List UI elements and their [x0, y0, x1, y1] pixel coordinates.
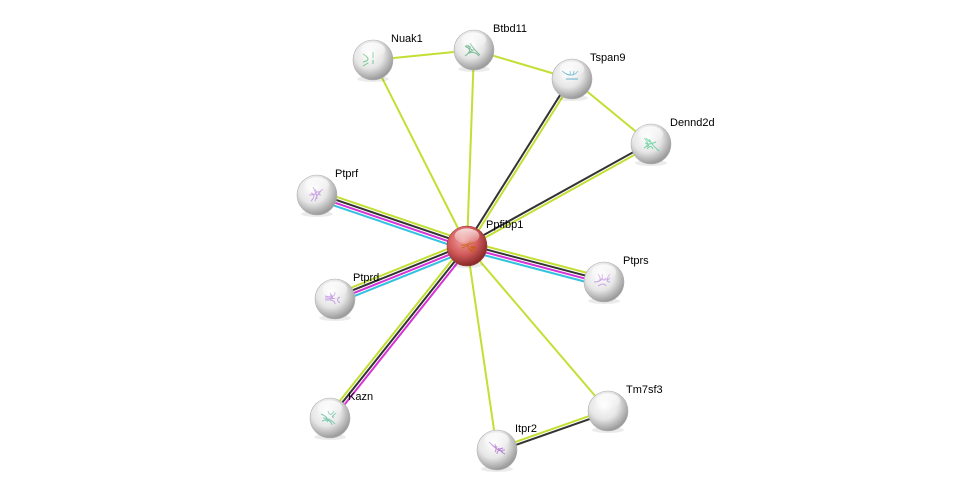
edge-line-experiments — [316, 195, 467, 249]
protein-structure-icon — [464, 42, 481, 57]
node-label: Btbd11 — [493, 23, 527, 35]
edge-line-textmining — [466, 245, 498, 451]
structure-strands — [488, 441, 506, 455]
edge-line-textmining — [326, 243, 466, 417]
edge-line-textmining — [467, 79, 575, 248]
edge-line-coexpression — [467, 243, 605, 282]
node-label: Tm7sf3 — [626, 384, 663, 396]
node-kazn[interactable]: Kazn — [309, 391, 373, 440]
node-highlight — [484, 432, 510, 448]
node-ptprd[interactable]: Ptprd — [314, 272, 379, 321]
edge-line-textmining — [466, 245, 609, 412]
node-tm7sf3[interactable]: Tm7sf3 — [587, 384, 663, 433]
node-highlight — [591, 264, 617, 280]
edge-ppfibp1-nuak1[interactable] — [372, 59, 468, 247]
edge-line-experiments — [466, 246, 604, 285]
edges-layer — [315, 49, 653, 453]
edge-line-textmining — [466, 49, 475, 247]
nodes-layer: Ppfibp1 Nuak1 Btbd11Tspan9Dennd2dPtprfPtpr… — [296, 23, 715, 472]
node-label: Nuak1 — [391, 33, 423, 45]
structure-strands — [362, 52, 374, 67]
structure-strands — [464, 42, 481, 57]
edge-ppfibp1-ptprd[interactable] — [332, 240, 470, 305]
edge-line-experiments — [335, 246, 468, 302]
edge-line-textmining — [467, 240, 606, 279]
node-label: Dennd2d — [670, 117, 715, 129]
node-itpr2[interactable]: Itpr2 — [476, 423, 537, 472]
node-highlight — [595, 393, 621, 409]
edge-line-database — [336, 249, 470, 305]
node-label: Itpr2 — [515, 423, 537, 435]
node-label: Kazn — [348, 391, 373, 403]
node-highlight — [322, 281, 348, 297]
protein-structure-icon — [362, 52, 374, 67]
edge-line-textmining — [318, 189, 469, 243]
edge-ppfibp1-kazn[interactable] — [326, 243, 471, 421]
edge-ppfibp1-tspan9[interactable] — [464, 77, 575, 248]
edge-line-textmining — [467, 144, 653, 249]
node-label: Tspan9 — [590, 52, 625, 64]
edge-line-coexpression — [334, 243, 467, 299]
structure-strands — [324, 291, 341, 305]
edge-line-experiments — [331, 247, 471, 421]
node-btbd11[interactable]: Btbd11 — [453, 23, 527, 72]
node-highlight — [559, 61, 585, 77]
structure-strands — [593, 273, 611, 287]
structure-strands — [460, 240, 477, 254]
node-label: Ptprd — [353, 272, 379, 284]
edge-ppfibp1-itpr2[interactable] — [466, 245, 498, 451]
protein-structure-icon — [460, 240, 477, 254]
edge-line-coexpression — [317, 192, 468, 246]
node-highlight — [461, 32, 487, 48]
protein-structure-icon — [488, 441, 506, 455]
node-highlight — [317, 400, 343, 416]
node-label: Ptprf — [335, 168, 359, 180]
protein-structure-icon — [593, 273, 611, 287]
node-nuak1[interactable]: Nuak1 — [352, 33, 423, 82]
edge-ppfibp1-ptprf[interactable] — [315, 189, 469, 252]
node-highlight — [638, 126, 664, 142]
edge-line-textmining — [372, 59, 468, 247]
node-ptprs[interactable]: Ptprs — [583, 255, 649, 304]
edge-ppfibp1-tm7sf3[interactable] — [466, 245, 609, 412]
node-highlight — [360, 42, 386, 58]
node-dennd2d[interactable]: Dennd2d — [630, 117, 715, 166]
node-ppfibp1[interactable]: Ppfibp1 — [446, 219, 523, 268]
edge-line-coexpression — [465, 141, 651, 246]
edge-line-coexpression — [464, 77, 572, 246]
edge-ppfibp1-btbd11[interactable] — [466, 49, 475, 247]
edge-line-textmining — [332, 240, 466, 296]
edge-ppfibp1-dennd2d[interactable] — [465, 141, 653, 249]
edge-ppfibp1-ptprs[interactable] — [465, 240, 606, 288]
node-label: Ptprs — [623, 255, 649, 267]
node-highlight — [454, 228, 480, 244]
node-label: Ppfibp1 — [486, 219, 523, 231]
edge-line-coexpression — [329, 245, 468, 419]
edge-line-database — [465, 249, 604, 288]
edge-line-database — [315, 198, 466, 252]
node-tspan9[interactable]: Tspan9 — [551, 52, 625, 101]
node-highlight — [304, 177, 330, 193]
protein-structure-icon — [324, 291, 341, 305]
node-ptprf[interactable]: Ptprf — [296, 168, 359, 217]
